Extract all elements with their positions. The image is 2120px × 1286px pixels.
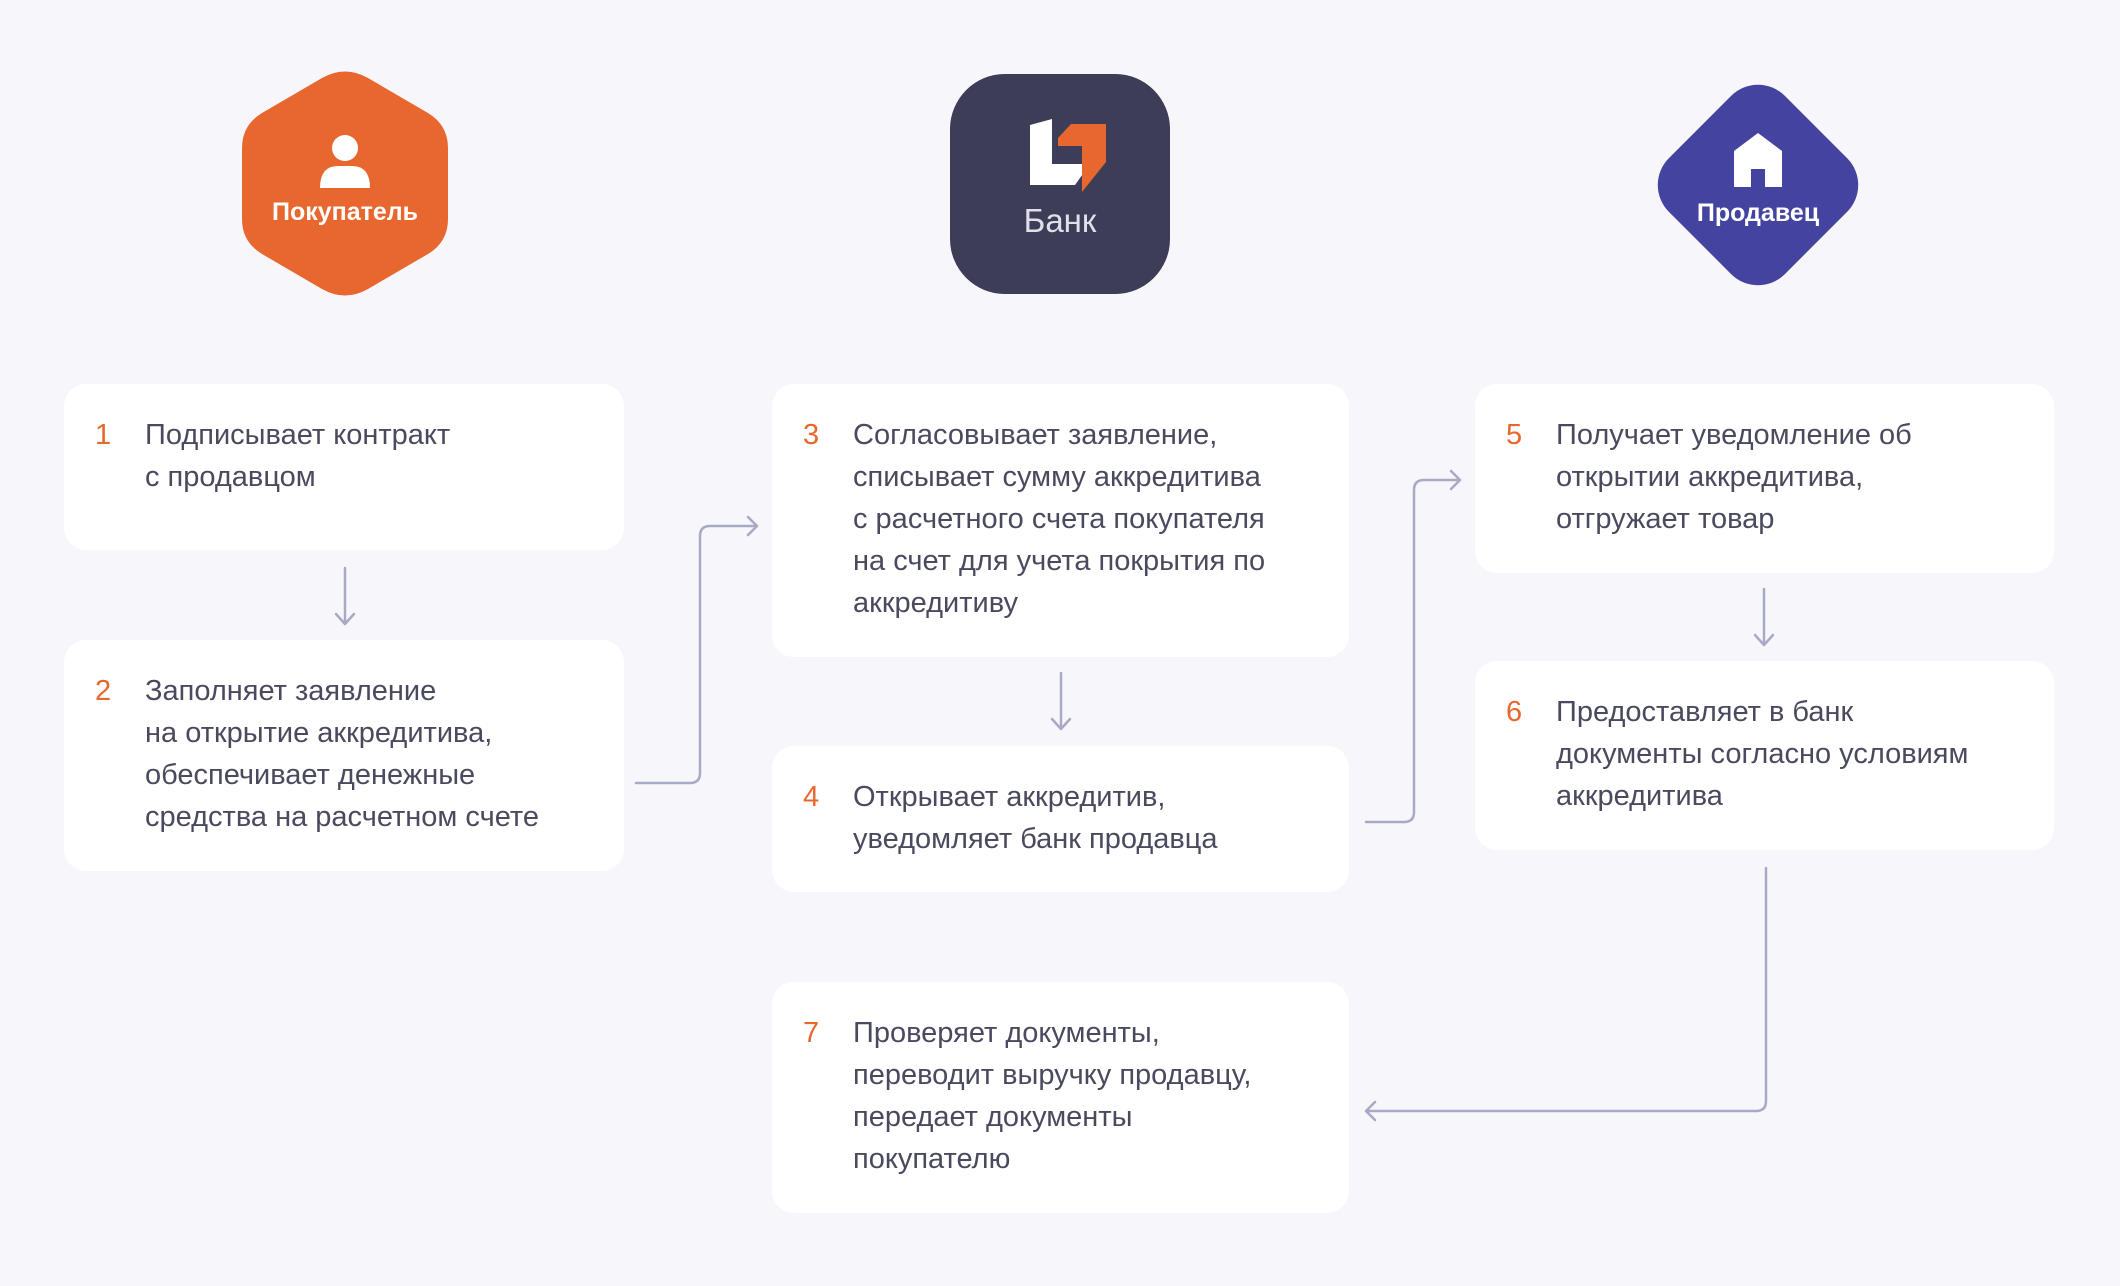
arrow-1-to-2 [334, 566, 356, 626]
arrow-2-to-3 [634, 515, 759, 785]
step-card-3: 3 Согласовывает заявление, списывает сумм… [772, 384, 1349, 657]
bank-logo [1030, 119, 1106, 192]
step-text: Заполняет заявление на открытие аккредит… [145, 675, 539, 833]
seller-actor: Продавец [1642, 69, 1874, 301]
step-number: 1 [95, 419, 112, 451]
step-number: 4 [803, 781, 820, 813]
bank-label: Банк [1023, 202, 1097, 239]
arrow-4-to-5 [1364, 469, 1462, 824]
step-number: 3 [803, 419, 820, 451]
step-card-2: 2 Заполняет заявление на открытие аккреди… [64, 640, 624, 871]
step-text: Проверяет документы, переводит выручку п… [853, 1017, 1252, 1175]
buyer-actor: Покупатель [242, 70, 448, 297]
step-number: 6 [1506, 696, 1523, 728]
step-card-5: 5 Получает уведомление об открытии аккред… [1475, 384, 2054, 573]
step-card-7: 7 Проверяет документы, переводит выручку … [772, 982, 1349, 1213]
bank-actor: Банк [950, 74, 1170, 294]
person-icon [320, 135, 370, 188]
step-text: Подписывает контракт с продавцом [145, 419, 451, 493]
step-number: 5 [1506, 419, 1523, 451]
step-text: Получает уведомление об открытии аккреди… [1556, 419, 1912, 535]
house-icon [1734, 133, 1782, 187]
arrow-5-to-6 [1753, 587, 1775, 647]
step-text: Согласовывает заявление, списывает сумму… [853, 419, 1266, 619]
step-text: Открывает аккредитив, уведомляет банк пр… [853, 781, 1218, 855]
step-number: 7 [803, 1017, 820, 1049]
step-text: Предоставляет в банк документы согласно … [1556, 696, 1969, 812]
buyer-label: Покупатель [271, 198, 419, 226]
diamond-shape [1657, 84, 1859, 286]
step-card-1: 1 Подписывает контракт с продавцом [64, 384, 624, 550]
arrow-6-to-7 [1364, 866, 1768, 1122]
step-card-4: 4 Открывает аккредитив, уведомляет банк п… [772, 746, 1349, 892]
step-number: 2 [95, 675, 112, 707]
arrow-3-to-4 [1050, 671, 1072, 731]
seller-label: Продавец [1696, 199, 1820, 227]
step-card-6: 6 Предоставляет в банк документы согласно… [1475, 661, 2054, 850]
